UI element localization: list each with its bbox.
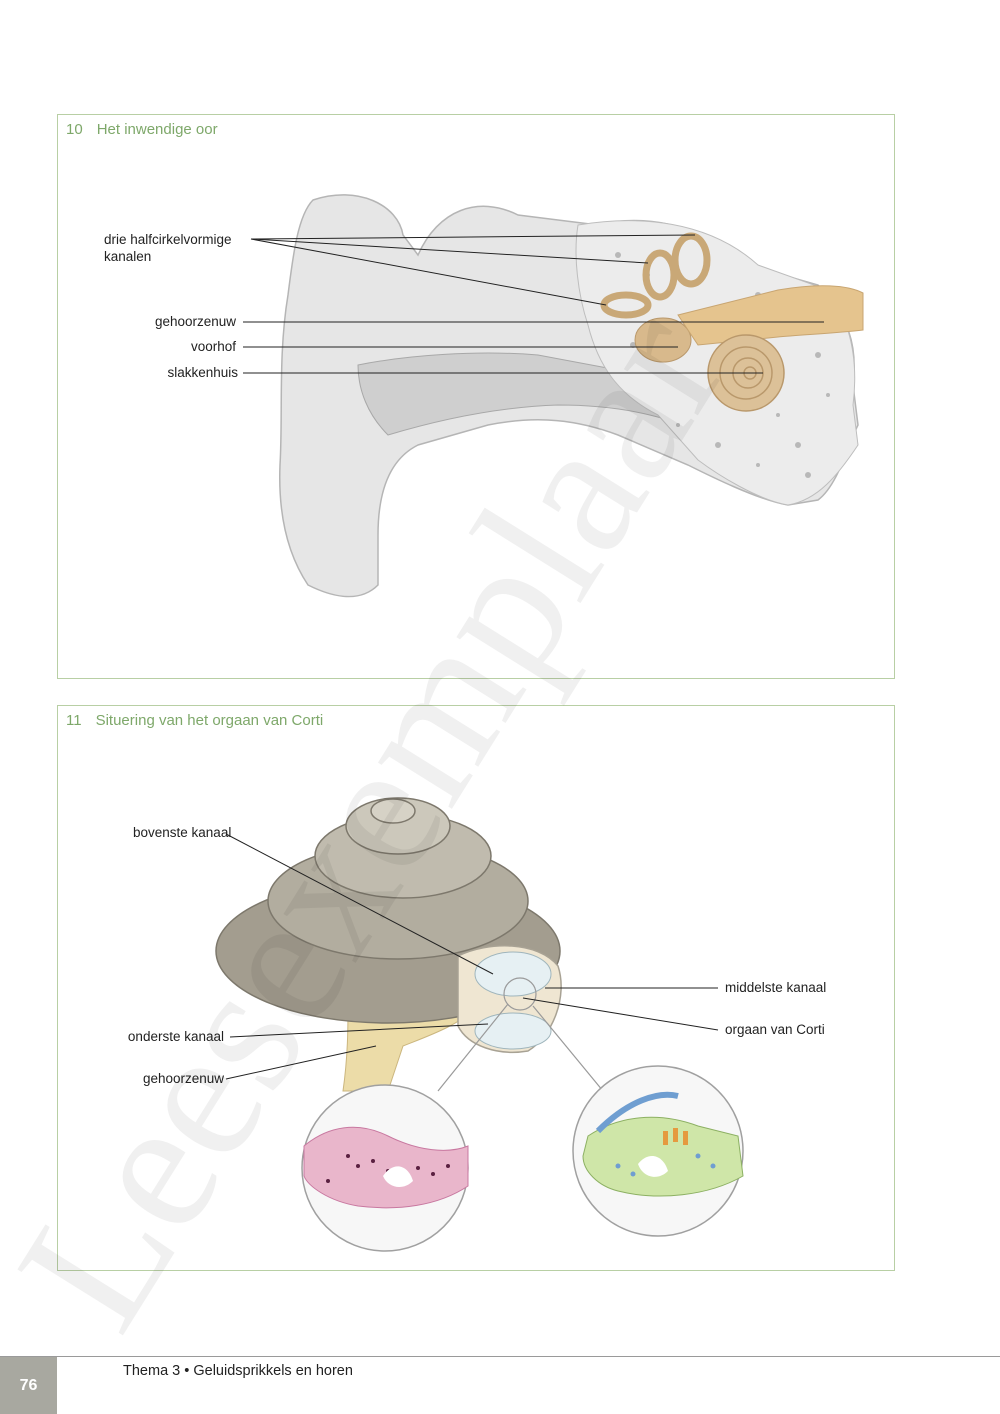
label-lower-canal: onderste kanaal <box>128 1029 224 1044</box>
page-number-box: 76 <box>0 1357 57 1414</box>
label-cochlea: slakkenhuis <box>167 365 238 380</box>
figure-caption: 11 Situering van het orgaan van Corti <box>66 712 323 729</box>
figure-title: Het inwendige oor <box>96 121 218 138</box>
auditory-nerve-shape <box>677 285 864 346</box>
footer-divider <box>0 1356 1000 1357</box>
figure-title: Situering van het orgaan van Corti <box>95 712 324 729</box>
figure-organ-of-corti: 11 Situering van het orgaan van Corti <box>57 705 895 1271</box>
label-middle-canal: middelste kanaal <box>725 980 826 995</box>
label-semicircular-canals: drie halfcirkelvormige <box>104 232 232 247</box>
inner-ear-illustration: drie halfcirkelvormige kanalen gehoorzen… <box>104 194 864 598</box>
figure-caption: 10 Het inwendige oor <box>66 121 218 138</box>
label-organ-of-corti: orgaan van Corti <box>725 1022 825 1037</box>
magnification-lines <box>437 1003 604 1092</box>
label-vestibule: voorhof <box>191 339 236 354</box>
figure-inner-ear: 10 Het inwendige oor <box>57 114 895 679</box>
cochlea-cross-section <box>457 945 562 1053</box>
leader-lines <box>225 833 719 1080</box>
schematic-circle <box>572 1065 744 1237</box>
label-semicircular-canals-line2: kanalen <box>104 249 151 264</box>
figure-number: 10 <box>66 121 83 138</box>
page-number: 76 <box>19 1376 38 1394</box>
label-auditory-nerve: gehoorzenuw <box>155 314 236 329</box>
footer-theme: Thema 3 • Geluidsprikkels en horen <box>123 1363 353 1379</box>
leader-lines <box>243 234 824 374</box>
micrograph-circle <box>301 1084 469 1252</box>
vestibule-shape <box>634 317 692 363</box>
label-upper-canal: bovenste kanaal <box>133 825 231 840</box>
figure-number: 11 <box>66 712 82 729</box>
label-auditory-nerve: gehoorzenuw <box>143 1071 224 1086</box>
cochlea-illustration: bovenste kanaal middelste kanaal orgaan … <box>128 797 826 1252</box>
